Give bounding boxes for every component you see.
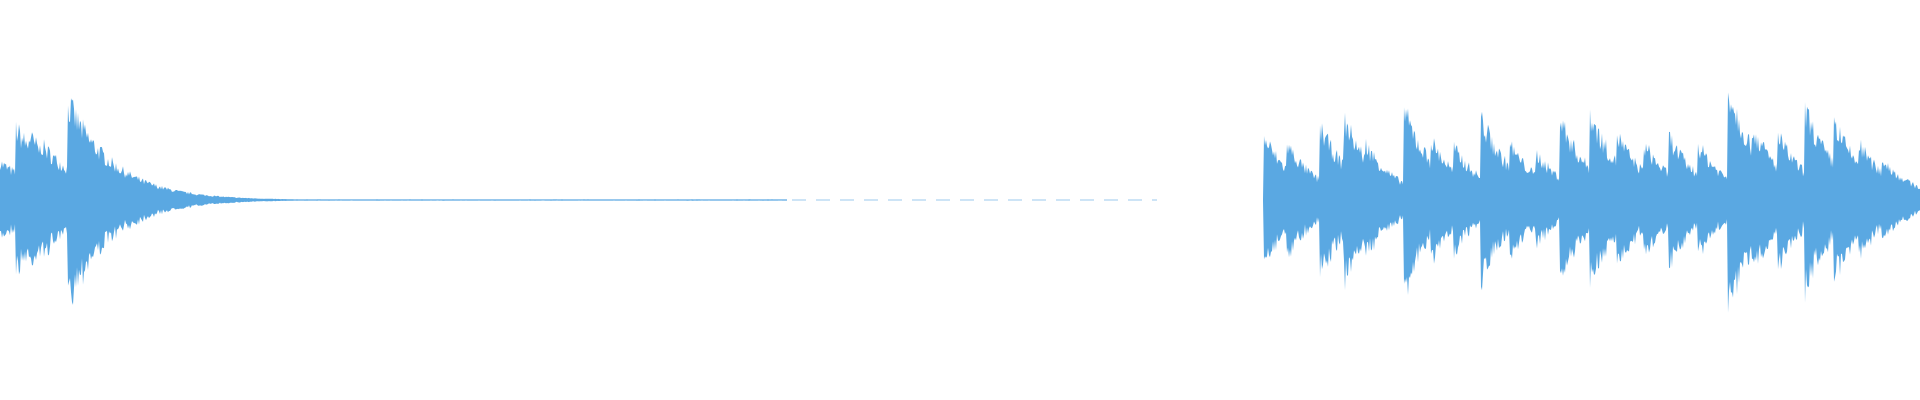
waveform-segment-1 — [0, 98, 787, 305]
waveform-segment-2 — [1263, 92, 1920, 313]
